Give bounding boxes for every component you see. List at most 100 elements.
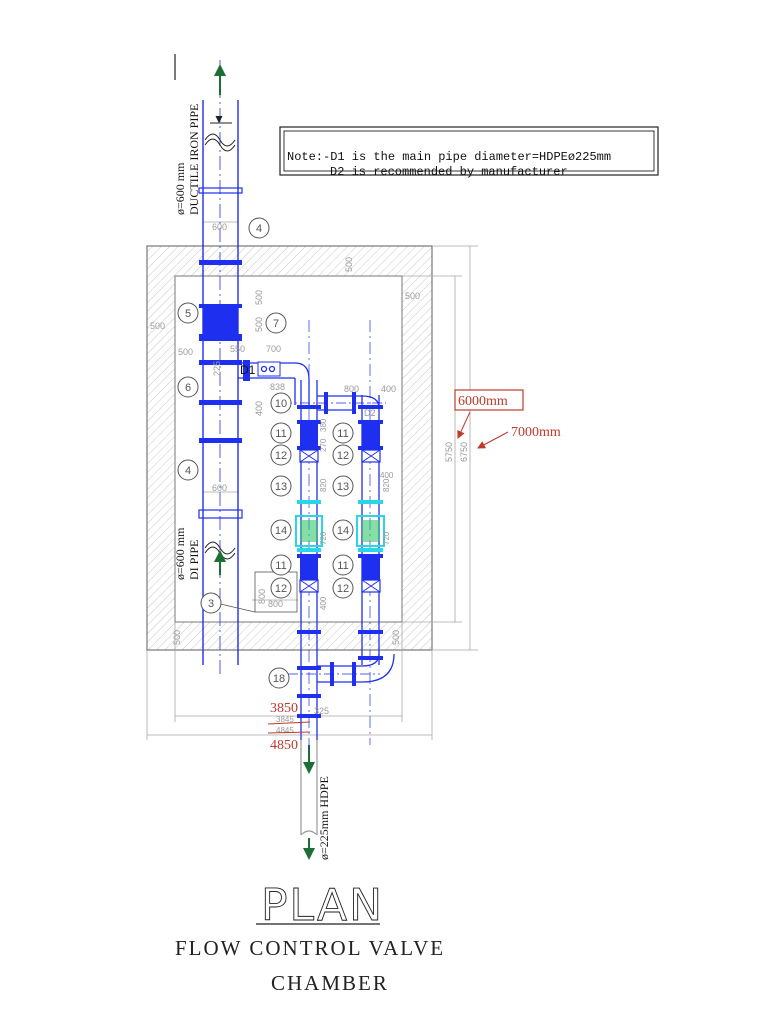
d2-tag: D2 [364,408,376,418]
red-annotations: 6000mm 7000mm 3850 4850 [267,389,561,753]
svg-text:4: 4 [185,465,191,477]
svg-text:4: 4 [256,223,262,235]
top-manifold [282,392,386,414]
callout-3 [200,592,222,614]
callout-11-b [270,554,292,576]
callout-5 [177,302,199,324]
svg-text:11: 11 [337,428,348,440]
svg-text:820: 820 [382,478,391,492]
callout-numbers: 4 5 7 6 4 10 11 12 13 14 11 12 11 12 13 … [185,223,349,685]
callout-7 [265,312,287,334]
note-line-1: Note:-D1 is the main pipe diameter=HDPEø… [287,150,611,164]
svg-text:5: 5 [185,308,191,320]
svg-text:400: 400 [319,596,328,610]
subtitle-line-1: FLOW CONTROL VALVE [175,936,445,960]
svg-text:500: 500 [150,321,165,331]
svg-text:700: 700 [266,344,281,354]
callout-6 [177,376,199,398]
svg-text:18: 18 [273,673,285,685]
callout-11-a [270,422,292,444]
d1-branch-pipe [238,360,310,405]
svg-text:12: 12 [337,450,349,462]
callout-circles [177,217,354,689]
svg-text:720: 720 [382,531,391,545]
svg-text:500: 500 [254,317,264,332]
callout-11-c [332,422,354,444]
note-line-2: D2 is recommended by manufacturer [330,165,568,179]
outlet-pipe-label: ø=225mm HDPE [317,776,331,860]
control-line-left [295,320,323,750]
inlet-di-pipe [198,60,243,675]
callout-12-d [332,577,354,599]
svg-text:400: 400 [254,401,264,416]
inlet-mid-type-label: DI PIPE [187,540,201,580]
svg-text:380: 380 [319,418,328,432]
svg-text:400: 400 [380,471,394,480]
svg-text:270: 270 [319,438,328,452]
control-line-right [356,320,385,745]
svg-text:820: 820 [319,478,328,492]
inlet-top-size-label: ø=600 mm [173,162,187,215]
svg-text:500: 500 [178,347,193,357]
valve-block-5 [203,306,238,336]
hdpe-outlet-pipe [300,740,318,836]
d1-tag: D1 [240,363,256,377]
svg-text:500: 500 [405,291,420,301]
annotation-4850: 4850 [270,738,298,753]
svg-text:550: 550 [230,344,245,354]
callout-4-mid [177,459,199,481]
svg-text:11: 11 [275,560,286,572]
callout-12-a [270,444,292,466]
callout-13-a [270,475,292,497]
svg-text:720: 720 [319,531,328,545]
svg-text:12: 12 [275,450,287,462]
callout-12-b [270,577,292,599]
svg-text:325: 325 [314,706,329,716]
svg-text:10: 10 [275,398,287,410]
svg-text:500: 500 [391,630,401,645]
svg-text:12: 12 [275,583,287,595]
title-block: PLAN FLOW CONTROL VALVE CHAMBER [175,880,445,995]
svg-text:600: 600 [212,222,227,232]
plan-title: PLAN [261,880,384,931]
svg-text:11: 11 [275,428,286,440]
svg-text:225: 225 [212,361,222,376]
svg-text:13: 13 [275,481,287,493]
svg-text:11: 11 [337,560,348,572]
dimension-texts: 600 600 500 500 500 500 500 500 500 500 … [150,222,469,735]
svg-text:800: 800 [268,599,283,609]
svg-text:400: 400 [381,384,396,394]
svg-text:3845: 3845 [276,715,294,724]
svg-text:7: 7 [273,318,279,330]
callout-11-d [332,554,354,576]
svg-text:3: 3 [208,598,214,610]
svg-text:5750: 5750 [444,442,454,462]
svg-text:4845: 4845 [276,726,294,735]
svg-text:6: 6 [185,382,191,394]
svg-text:14: 14 [275,525,287,537]
svg-text:12: 12 [337,583,349,595]
svg-text:800: 800 [344,384,359,394]
svg-text:500: 500 [254,290,264,305]
svg-text:600: 600 [212,483,227,493]
note-box: Note:-D1 is the main pipe diameter=HDPEø… [279,126,659,179]
flow-arrows [214,64,315,860]
inlet-top-type-label: DUCTILE IRON PIPE [187,104,201,215]
callout-14-a [270,519,292,541]
svg-text:500: 500 [344,257,354,272]
svg-text:13: 13 [337,481,349,493]
callout-4-top [248,217,270,239]
annotation-7000mm: 7000mm [511,425,561,440]
callout-12-c [332,444,354,466]
callout-10 [270,392,292,414]
callout-18 [268,667,290,689]
svg-text:838: 838 [270,382,285,392]
svg-text:14: 14 [337,525,349,537]
inlet-mid-size-label: ø=600 mm [173,527,187,580]
level-marker [210,115,232,124]
svg-text:6750: 6750 [459,442,469,462]
callout-14-b [332,519,354,541]
annotation-3850: 3850 [270,701,298,716]
subtitle-line-2: CHAMBER [271,971,389,995]
